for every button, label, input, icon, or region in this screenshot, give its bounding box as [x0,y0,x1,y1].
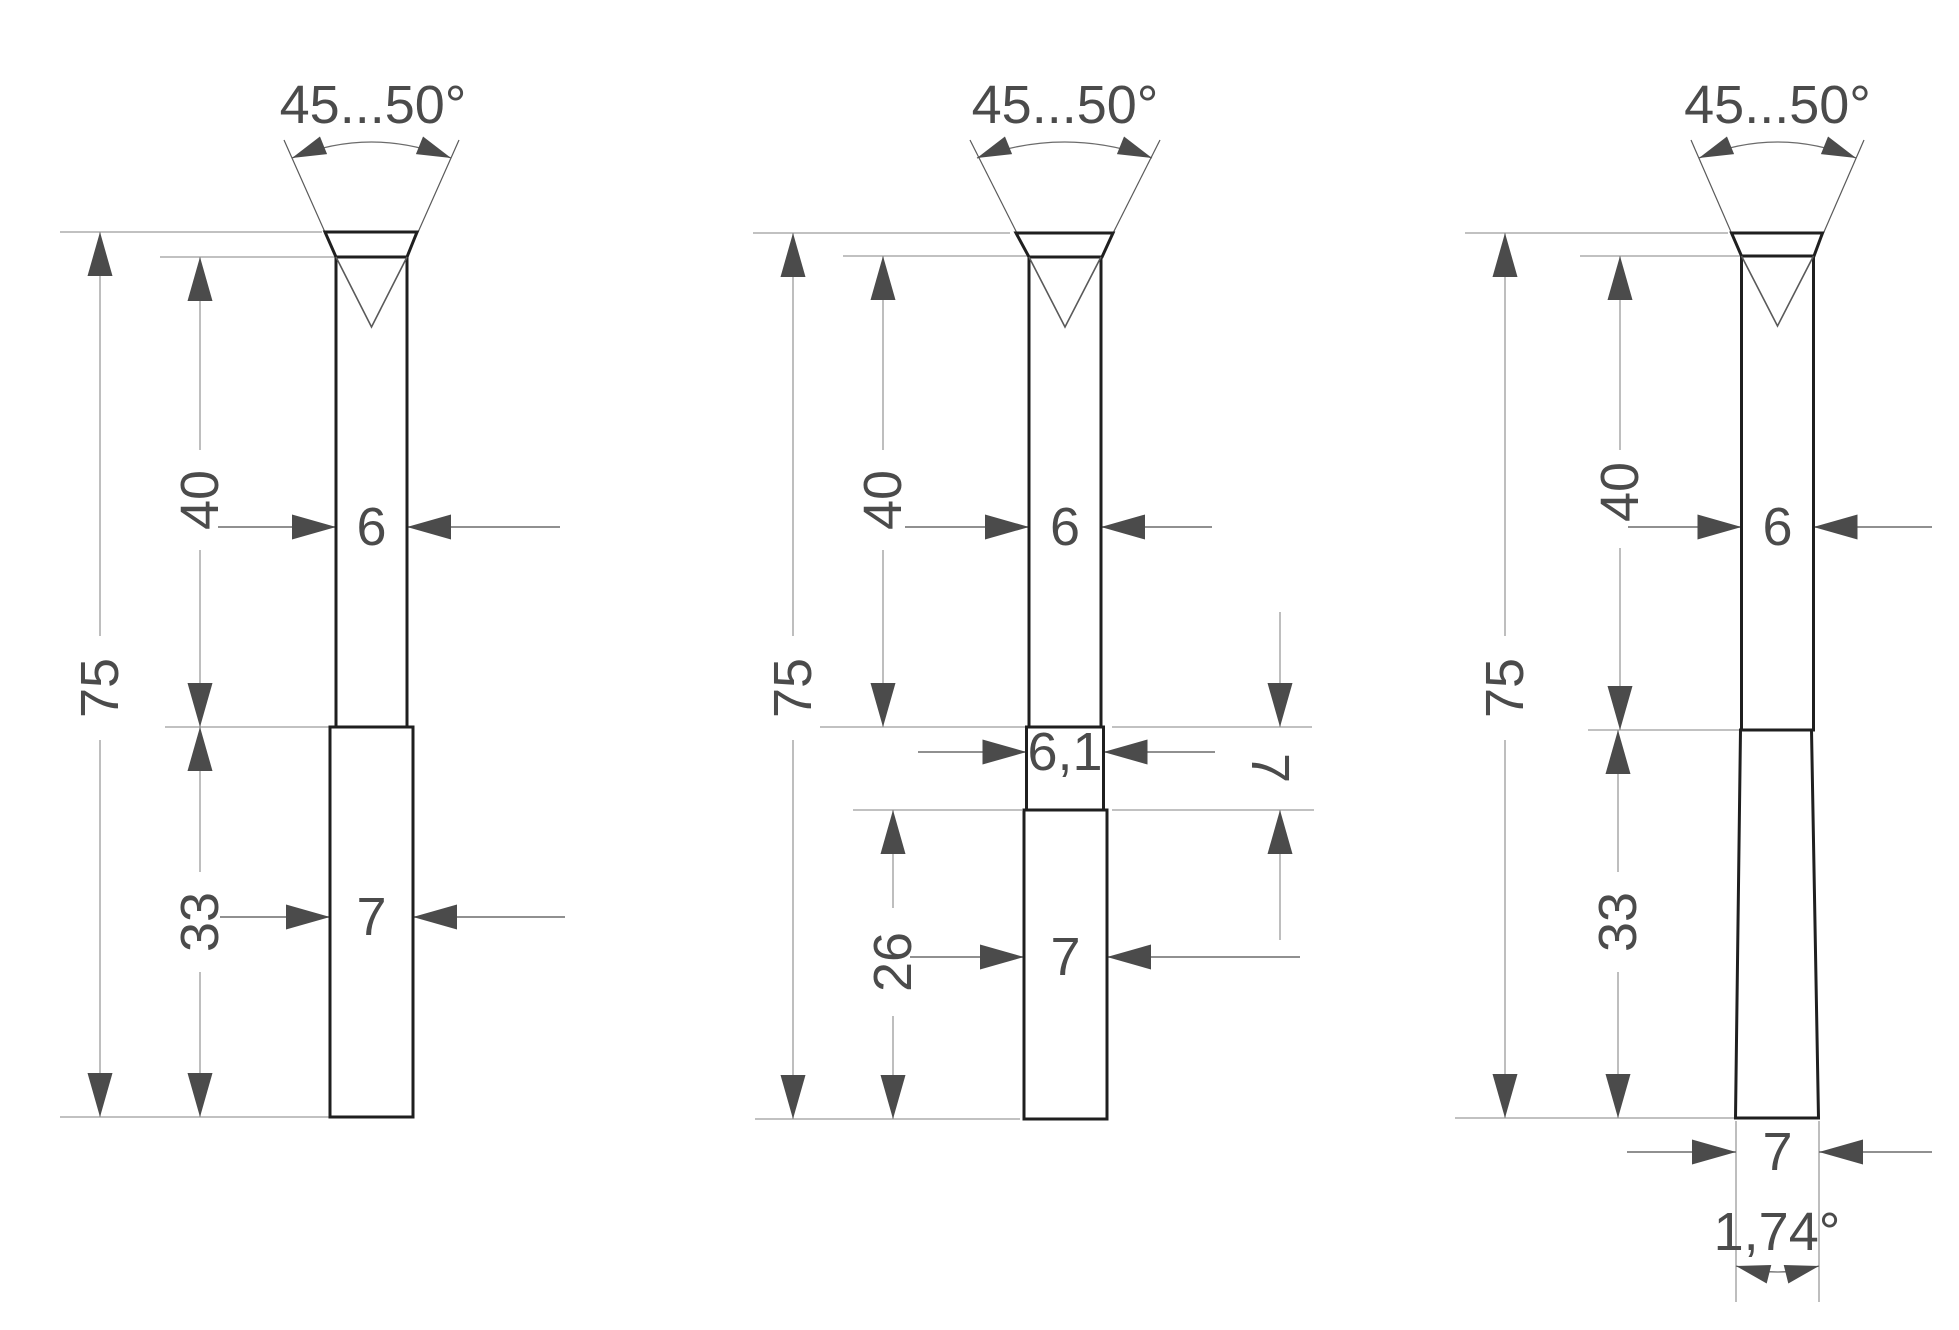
lower-shank [328,725,415,1119]
fig1-angle-label: 45...50° [280,75,467,135]
collar-step [1025,725,1105,812]
arrowhead [982,739,1027,765]
arrowhead [880,1075,906,1119]
arrowhead [780,233,806,277]
arrowhead [1607,256,1633,300]
fig1-labels: 45...50° 75 40 33 6 7 [70,75,466,952]
fig2-upper-length-label: 40 [853,470,913,530]
arrowhead [1267,683,1293,727]
arrowhead [407,514,451,540]
arrowhead [1116,136,1156,167]
countersunk-head [322,230,420,259]
upper-shank [1027,255,1103,729]
fig3-upper-width-label: 6 [1762,497,1792,557]
fig1-lower-length-label: 33 [170,892,230,952]
fig3-taper-angle-annotation [1733,1256,1822,1284]
arrowhead [187,727,213,771]
fig1-upper-length-label: 40 [170,470,230,530]
fig2-collar-height-label: 7 [1240,753,1300,783]
upper-shank [1740,254,1815,732]
arrowhead [880,810,906,854]
arrowhead [1819,1139,1863,1165]
fig1-part-outline [322,230,420,1119]
arrowhead [1267,810,1293,854]
arrowhead [87,232,113,276]
fig3-taper-length-label: 33 [1588,892,1648,952]
arrowhead [187,1073,213,1117]
arrowhead [187,257,213,301]
arrowhead [1492,233,1518,277]
fig2-part-outline [1013,231,1116,1121]
arrowhead [780,1075,806,1119]
center-cone [335,256,408,329]
fig1-lower-width-label: 7 [356,887,386,947]
lower-shank [1022,808,1109,1121]
fig1-upper-width-label: 6 [356,497,386,557]
arrowhead [1813,514,1858,540]
figure-tapered-pin: 45...50° 75 40 33 6 7 1,74° [1455,75,1932,1302]
fig3-taper-angle-label: 1,74° [1714,1202,1841,1262]
arrowhead [1492,1074,1518,1118]
fig3-tip-width-label: 7 [1762,1122,1792,1182]
fig2-total-length-label: 75 [763,658,823,718]
upper-shank [334,255,409,729]
fig2-lower-length-label: 26 [863,932,923,992]
figure-straight-pin: 45...50° 75 40 33 6 7 [60,75,565,1119]
fig2-lower-width-label: 7 [1050,927,1080,987]
fig3-upper-length-label: 40 [1590,462,1650,522]
arrowhead [870,683,896,727]
arrowhead [985,514,1029,540]
arrowhead [1605,1074,1631,1118]
arrowhead [286,904,330,930]
fig2-angle-label: 45...50° [972,75,1159,135]
fig3-dimension-lines [1504,233,1932,1153]
arrowhead [1101,514,1145,540]
arrowhead [187,683,213,727]
countersunk-head [1729,231,1825,258]
arrowhead [292,514,336,540]
fig2-collar-width-label: 6,1 [1027,722,1102,782]
fig1-total-length-label: 75 [70,658,130,718]
arrowhead [87,1073,113,1117]
arrowhead [980,944,1024,970]
fig3-total-length-label: 75 [1475,658,1535,718]
fig1-extension-lines [60,231,336,1118]
center-cone [1028,256,1102,329]
arrowhead [1697,514,1742,540]
arrowhead [1607,686,1633,730]
fig3-labels: 45...50° 75 40 33 6 7 1,74° [1475,75,1871,1262]
arrowhead [870,256,896,300]
arrowhead [1103,739,1148,765]
fig3-part-outline [1729,231,1825,1120]
figure-collar-pin: 45...50° 75 40 26 6 6,1 7 7 [753,75,1314,1121]
countersunk-head [1013,231,1116,259]
arrowhead [1692,1139,1736,1165]
center-cone [1740,255,1815,328]
tapered-shank [1733,728,1821,1120]
arrowhead [973,136,1013,167]
arrowhead [1605,730,1631,774]
arrowhead [413,904,457,930]
arrowhead [1107,944,1151,970]
fig3-angle-label: 45...50° [1684,75,1871,135]
fig2-upper-width-label: 6 [1050,497,1080,557]
fig3-extension-lines [1455,232,1820,1302]
fig2-labels: 45...50° 75 40 26 6 6,1 7 7 [763,75,1300,992]
